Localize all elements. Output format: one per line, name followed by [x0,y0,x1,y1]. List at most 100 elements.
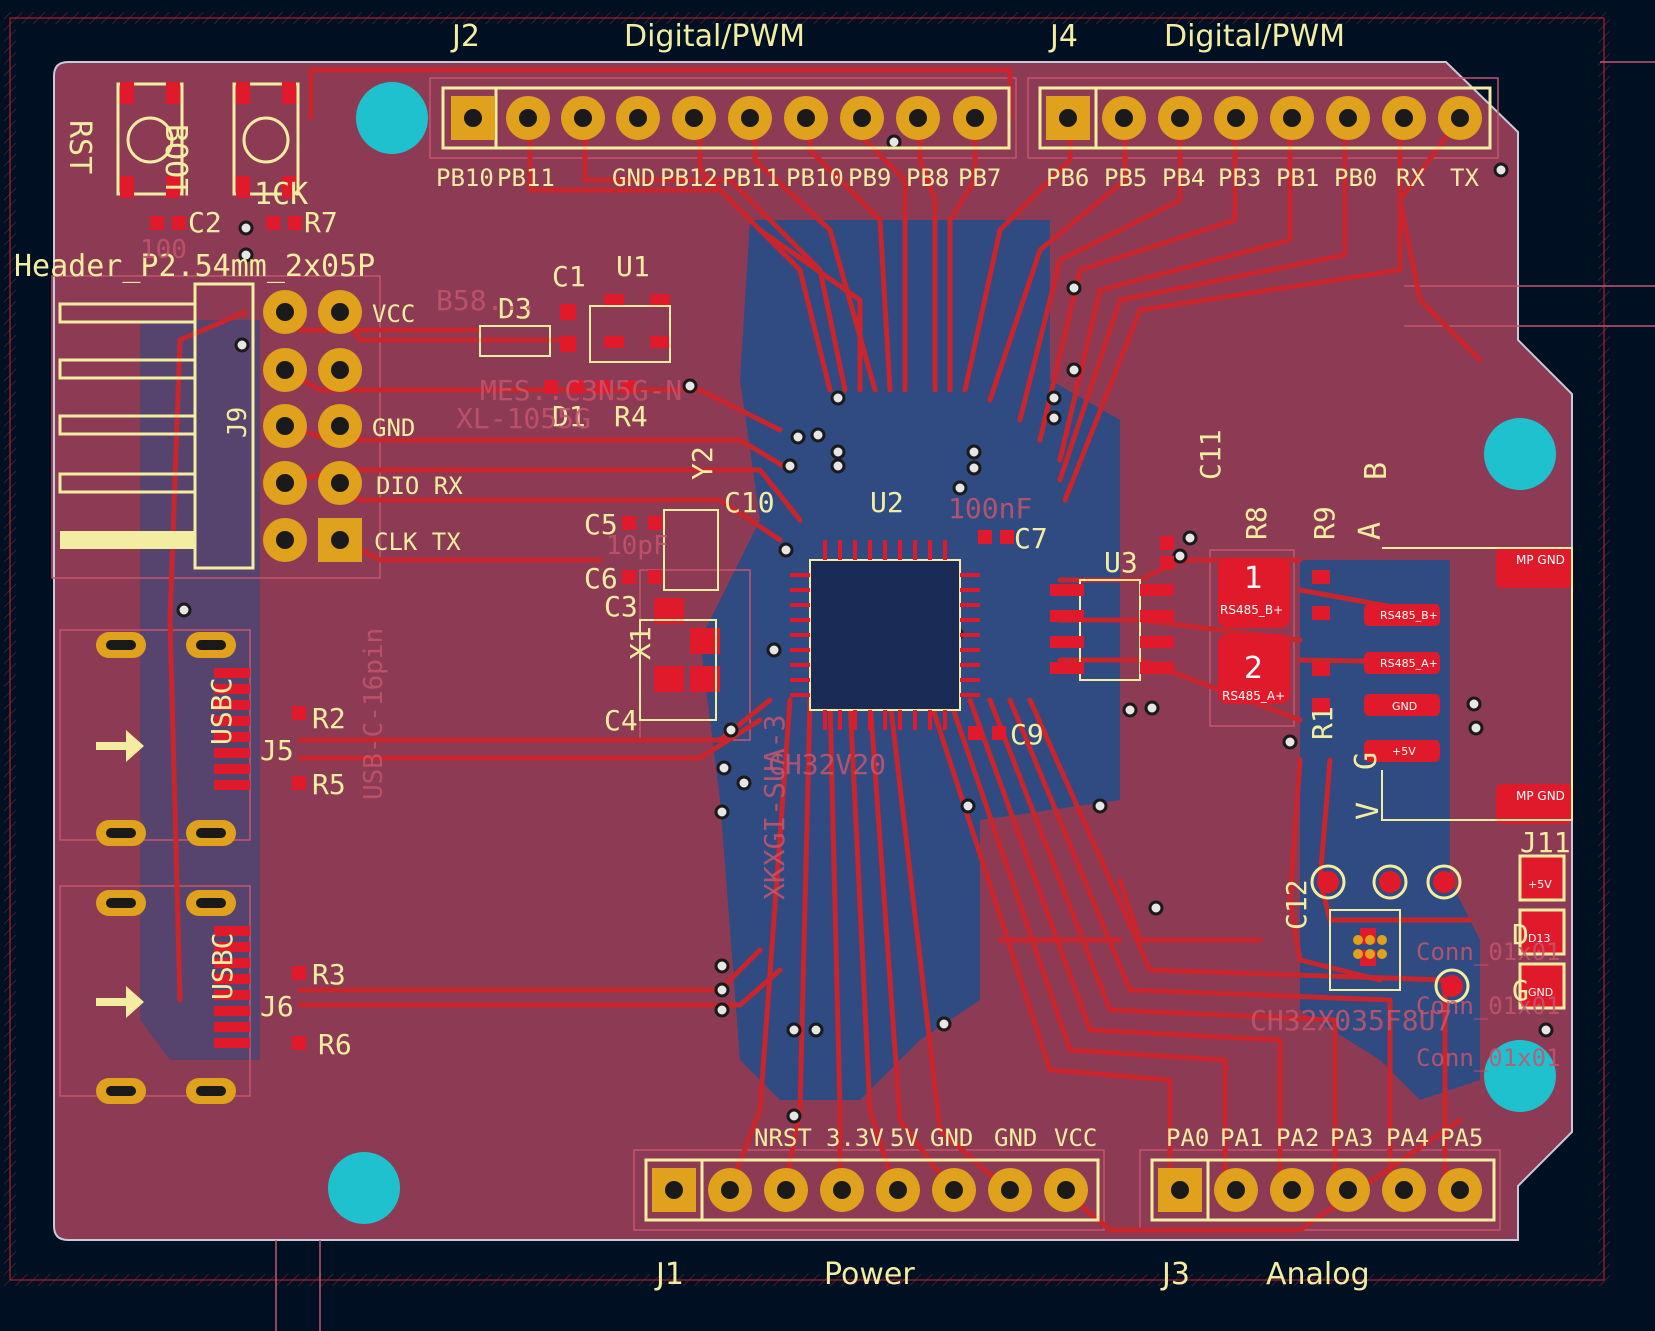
rst-button-label: RST [62,120,97,174]
j2-pin-label: GND [612,164,655,192]
j2-pin-label: PB10 [436,164,494,192]
ref-c11: C11 [1194,429,1227,480]
j1-pin-label: VCC [1054,1124,1097,1152]
j1-pin-label: 5V [890,1124,919,1152]
ref-r1: R1 [1306,706,1339,740]
usb-c-j5[interactable] [96,632,250,846]
test-points[interactable] [1310,864,1470,1004]
ref-r6: R6 [318,1028,352,1061]
j9-signal-dio-rx: DIO RX [376,472,463,500]
ref-c5: C5 [584,508,618,541]
ref-r3: R3 [312,958,346,991]
header-j1[interactable] [644,1158,1100,1222]
j4-pin-label: RX [1396,164,1425,192]
fab-note-xtal: XKXGI-SUA-3 [758,715,791,900]
mp-pad-label: MP GND [1516,789,1565,803]
header-j4[interactable] [1038,86,1492,150]
usb-c-j6[interactable] [96,890,250,1104]
fab-note-100: 100 [140,235,187,265]
j2-pin-label: PB9 [848,164,891,192]
j3-pin-label: PA2 [1276,1124,1319,1152]
board-courtyard-outline [9,17,1605,1281]
ref-c12: C12 [1280,879,1313,930]
j4-ref: J4 [1048,19,1078,54]
mcu-u2[interactable] [790,540,980,730]
j9-ref: J9 [223,407,253,438]
usb-label-j5: USBC [205,678,238,745]
j9-footprint-label: Header_P2.54mm_2x05P [14,249,375,284]
fab-note-mcu: CH32V20 [768,748,886,781]
rs485-letter-a: A [1353,522,1388,540]
j2-ref: J2 [450,19,480,54]
ref-r2: R2 [312,702,346,735]
j2-pin-label: PB7 [958,164,1001,192]
fab-note-u1: B58... [436,284,537,317]
fab-note-led: XL-1055G [456,402,591,435]
conn-label-3: Conn_01x01 [1416,1044,1561,1072]
transceiver-u3[interactable] [1050,579,1174,681]
header-j2[interactable] [441,86,1011,150]
single-pin-name: D13 [1528,932,1550,945]
fab-note-cap: 100nF [948,492,1032,525]
rs485-letter-b: B [1359,462,1394,480]
j12-pin-name: RS485_A+ [1380,657,1438,670]
j1-pin-label: GND [994,1124,1037,1152]
j4-pin-label: PB4 [1162,164,1205,192]
ref-y2: Y2 [686,446,719,480]
j3-pin-label: PA1 [1220,1124,1263,1152]
j4-pin-label: TX [1450,164,1479,192]
j4-pin-label: PB0 [1334,164,1377,192]
ref-r9: R9 [1308,506,1341,540]
back-copper-zone-left [140,320,260,1060]
usb-label-j6: USBC [206,933,239,1000]
rs485-label-a: RS485_A+ [1222,689,1285,703]
ref-c1: C1 [552,260,586,293]
j2-function: Digital/PWM [624,19,805,54]
ref-r4: R4 [614,400,648,433]
ref-u2: U2 [870,486,904,519]
j12-pin-name: RS485_B+ [1380,609,1438,622]
j4-pin-label: PB5 [1104,164,1147,192]
j9-signal-clk-tx: CLK TX [374,528,461,556]
j9-signal-vcc: VCC [372,300,415,328]
ref-c4: C4 [604,704,638,737]
ref-u1: U1 [616,250,650,283]
single-pin-name: GND [1528,986,1553,999]
j2-pin-label: PB8 [906,164,949,192]
ref-r7: R7 [304,206,338,239]
ref-c3: C3 [604,590,638,623]
j4-pin-label: PB3 [1218,164,1261,192]
header-j3[interactable] [1150,1158,1496,1222]
single-pin-pads[interactable] [1518,854,1566,1010]
single-pin-name: +5V [1528,878,1552,891]
tactile-buttons[interactable] [116,82,300,196]
j1-function: Power [824,1257,915,1292]
j1-pin-label: GND [930,1124,973,1152]
j12-pin-name: GND [1392,700,1417,713]
j4-pin-label: PB6 [1046,164,1089,192]
j2-pin-label: PB12 [660,164,718,192]
j12-pads[interactable] [1364,548,1572,824]
j2-pin-label: PB11 [722,164,780,192]
button-pads [120,82,296,198]
j1-ref: J1 [654,1257,684,1292]
smd-components[interactable] [150,216,1376,1050]
fab-note-usb: USB-C-16pin [359,628,389,800]
j3-pin-label: PA3 [1330,1124,1373,1152]
ref-c10: C10 [724,486,775,519]
j12-body [1381,547,1573,821]
rs485-pads[interactable] [1218,558,1290,704]
ref-r5: R5 [312,768,346,801]
mounting-holes [328,82,1556,1224]
ref-u3: U3 [1104,546,1138,579]
debug-header-j9[interactable] [58,282,362,570]
boot-button-label: BOOT [158,124,193,196]
ref-c2: C2 [188,206,222,239]
j12-pin-name: +5V [1392,745,1416,758]
ref-c7: C7 [1014,522,1048,555]
j1-pin-label: 3.3V [826,1124,884,1152]
fab-note-10pf: 10pF [606,531,669,561]
